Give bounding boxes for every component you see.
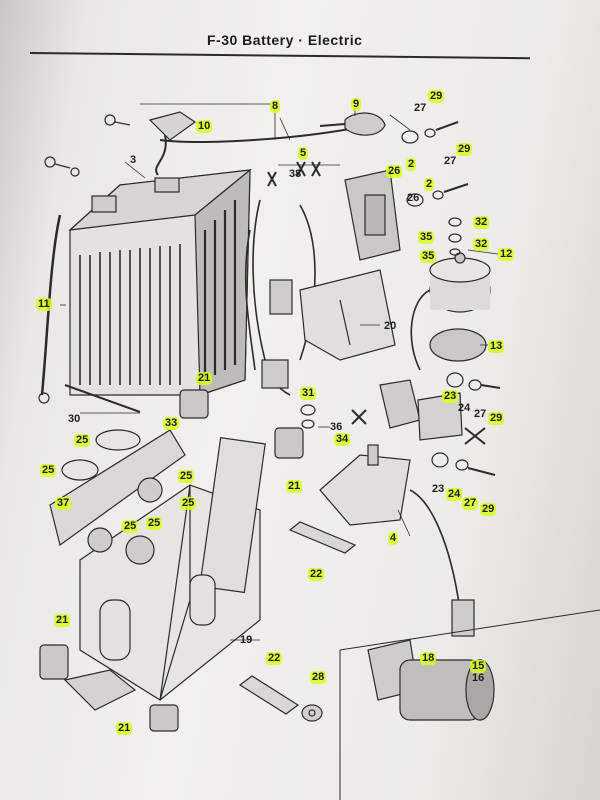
callout-27: 27 bbox=[414, 102, 427, 114]
callout-36: 36 bbox=[330, 421, 343, 433]
callout-27: 27 bbox=[444, 155, 457, 167]
callout-2: 2 bbox=[424, 178, 435, 191]
callout-25: 25 bbox=[180, 497, 197, 510]
callout-27: 27 bbox=[462, 497, 479, 510]
callout-10: 10 bbox=[196, 120, 213, 133]
callout-23: 23 bbox=[442, 390, 459, 403]
callout-33: 33 bbox=[163, 417, 180, 430]
callout-24: 24 bbox=[446, 488, 463, 501]
callout-15: 15 bbox=[470, 660, 487, 673]
callout-31: 31 bbox=[300, 387, 317, 400]
callout-35: 35 bbox=[418, 231, 435, 244]
callout-25: 25 bbox=[40, 464, 57, 477]
callout-38: 38 bbox=[289, 168, 302, 180]
callout-4: 4 bbox=[388, 532, 399, 545]
callout-29: 29 bbox=[428, 90, 445, 103]
callout-28: 28 bbox=[310, 671, 327, 684]
callout-29: 29 bbox=[488, 412, 505, 425]
callout-30: 30 bbox=[68, 413, 81, 425]
battery-drawing bbox=[68, 168, 252, 396]
page-title: F-30 Battery · Electric bbox=[207, 32, 363, 48]
callout-32: 32 bbox=[473, 238, 490, 251]
callout-16: 16 bbox=[472, 672, 485, 684]
callout-23: 23 bbox=[432, 483, 445, 495]
callout-34: 34 bbox=[334, 433, 351, 446]
callout-3: 3 bbox=[130, 154, 137, 166]
callout-19: 19 bbox=[240, 634, 253, 646]
callout-21: 21 bbox=[286, 480, 303, 493]
callout-21: 21 bbox=[196, 372, 213, 385]
callout-21: 21 bbox=[116, 722, 133, 735]
callout-25: 25 bbox=[122, 520, 139, 533]
callout-12: 12 bbox=[498, 248, 515, 261]
callout-27: 27 bbox=[474, 408, 487, 420]
callout-22: 22 bbox=[266, 652, 283, 665]
callout-25: 25 bbox=[74, 434, 91, 447]
callout-13: 13 bbox=[488, 340, 505, 353]
callout-32: 32 bbox=[473, 216, 490, 229]
callout-9: 9 bbox=[351, 98, 362, 111]
callout-2: 2 bbox=[406, 158, 417, 171]
callout-25: 25 bbox=[146, 517, 163, 530]
callout-25: 25 bbox=[178, 470, 195, 483]
callout-37: 37 bbox=[55, 497, 72, 510]
callout-26: 26 bbox=[386, 165, 403, 178]
callout-29: 29 bbox=[456, 143, 473, 156]
callout-29: 29 bbox=[480, 503, 497, 516]
callout-8: 8 bbox=[270, 100, 281, 113]
callout-35: 35 bbox=[420, 250, 437, 263]
callout-24: 24 bbox=[458, 402, 471, 414]
callout-26: 26 bbox=[407, 192, 420, 204]
callout-20: 20 bbox=[384, 320, 397, 332]
callout-11: 11 bbox=[36, 298, 52, 311]
callout-18: 18 bbox=[420, 652, 437, 665]
callout-22: 22 bbox=[308, 568, 325, 581]
callout-5: 5 bbox=[298, 147, 309, 160]
battery-cable bbox=[40, 214, 62, 396]
callout-21: 21 bbox=[54, 614, 71, 627]
